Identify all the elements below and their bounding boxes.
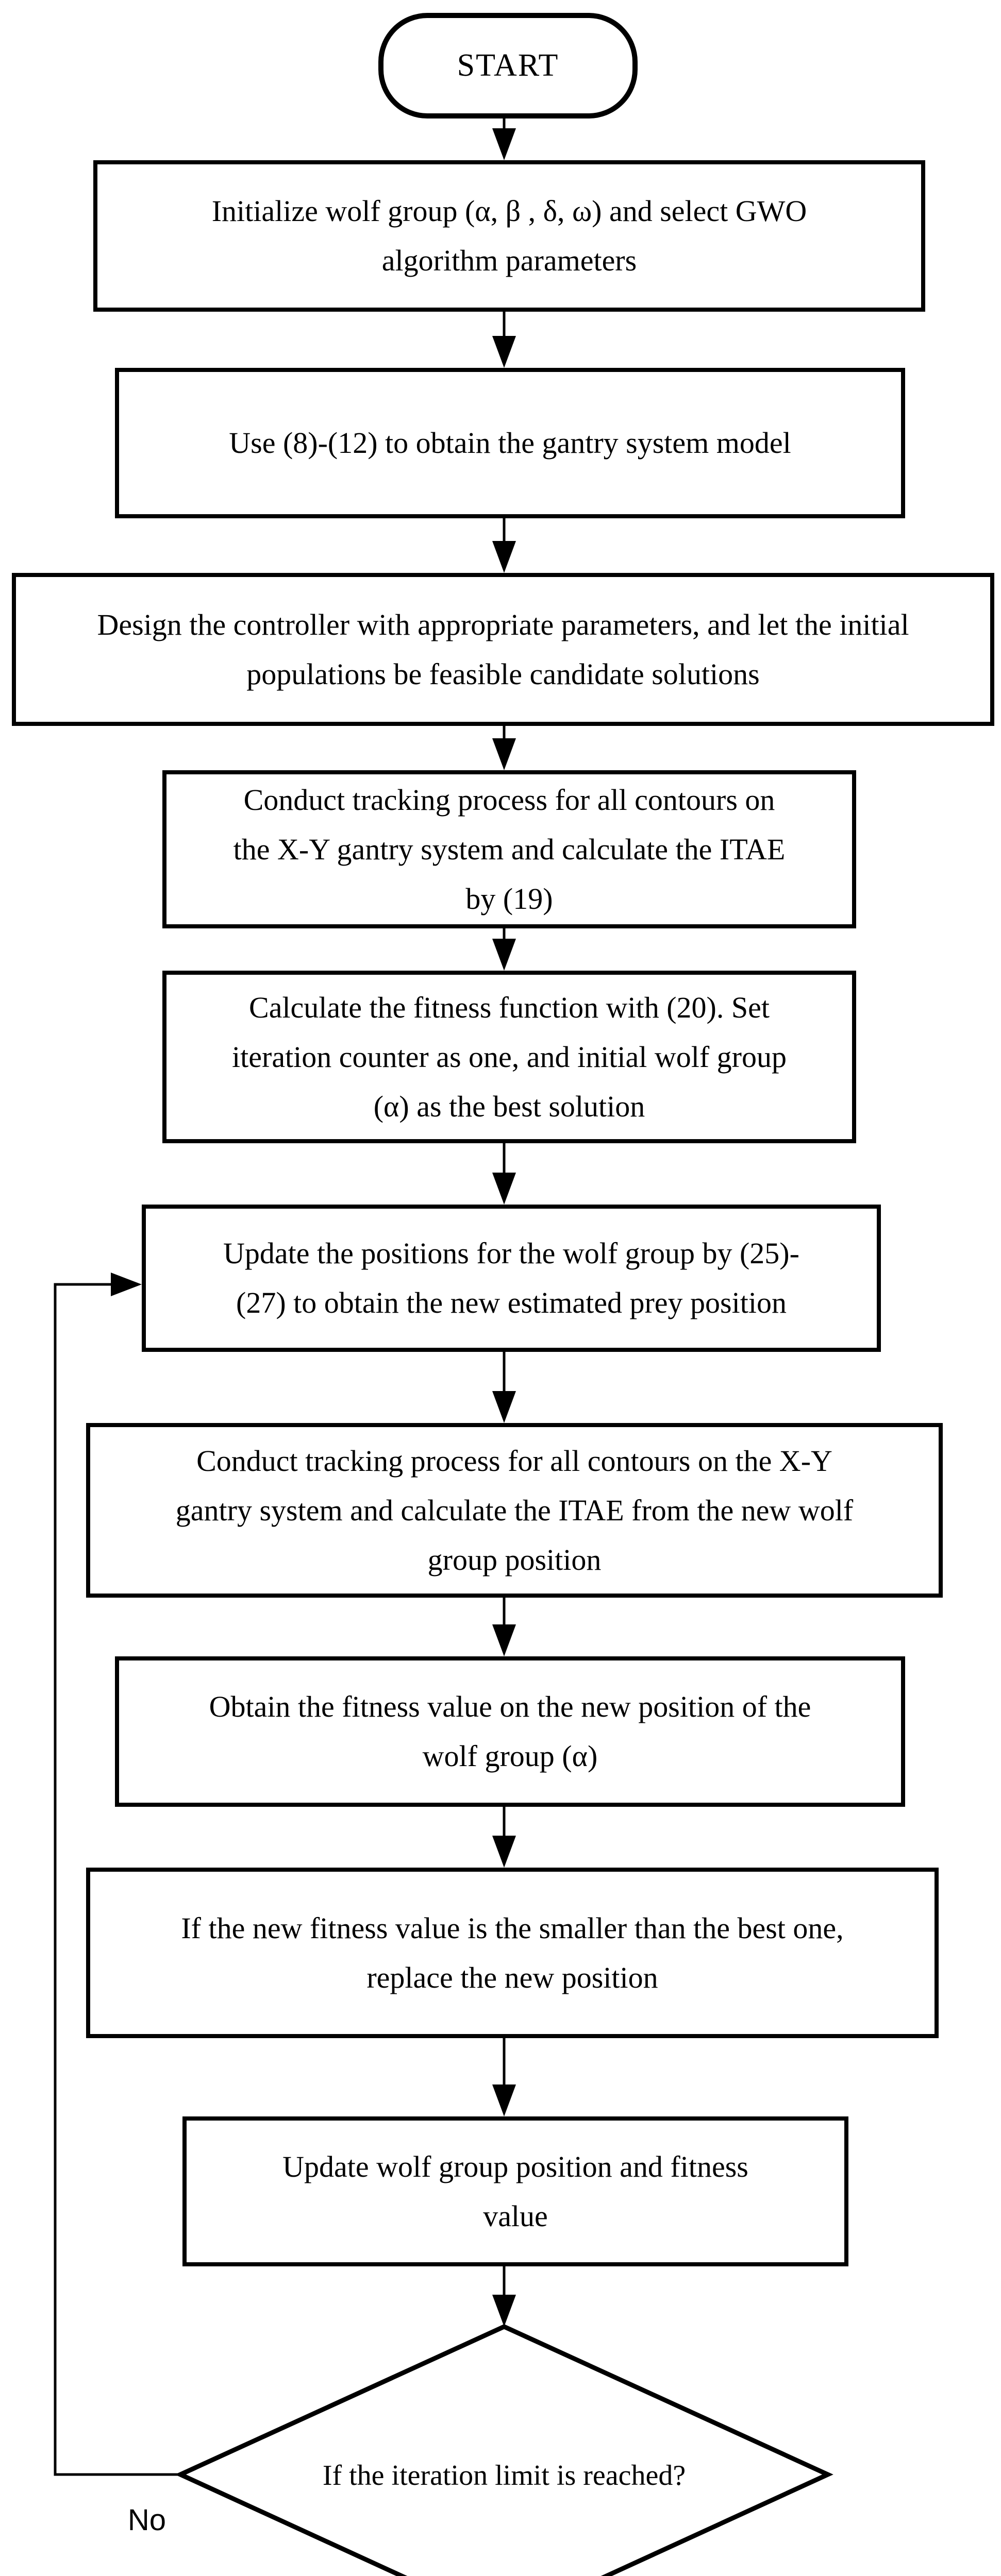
decision-diamond	[175, 2324, 833, 2576]
arrowhead-into-obtain	[492, 1624, 516, 1656]
arrowhead-into-updategroup	[492, 2084, 516, 2116]
process-box-tracking-new: Conduct tracking process for all contour…	[86, 1423, 943, 1598]
arrowhead-into-decision	[492, 2295, 516, 2327]
arrowhead-into-tracking2	[492, 1391, 516, 1423]
arrowhead-into-tracking	[492, 738, 516, 770]
arrowhead-into-model	[492, 336, 516, 368]
process-box-system-model: Use (8)-(12) to obtain the gantry system…	[115, 368, 905, 518]
arrowhead-into-design	[492, 541, 516, 573]
decision-label: If the iteration limit is reached?	[322, 2460, 686, 2492]
arrowhead-feedback-into-update	[111, 1273, 142, 1296]
process-box-update-positions: Update the positions for the wolf group …	[142, 1205, 881, 1352]
process-box-compare-fitness: If the new fitness value is the smaller …	[86, 1868, 939, 2038]
process-box-initialize: Initialize wolf group (α, β , δ, ω) and …	[93, 160, 925, 312]
arrowhead-into-update	[492, 1173, 516, 1205]
process-box-fitness-init: Calculate the fitness function with (20)…	[162, 971, 856, 1143]
edge-label-no: No	[127, 2503, 166, 2537]
arrowheads	[111, 128, 516, 2327]
arrowhead-into-fitness	[492, 939, 516, 971]
process-box-obtain-fitness: Obtain the fitness value on the new posi…	[115, 1656, 905, 1807]
feedback-loop-line	[54, 1283, 180, 2476]
arrowhead-into-compare	[492, 1836, 516, 1868]
process-box-update-group: Update wolf group position and fitness v…	[182, 2116, 848, 2266]
terminator-start: START	[378, 13, 638, 118]
process-box-tracking-itae: Conduct tracking process for all contour…	[162, 770, 856, 928]
arrowhead-into-initialize	[492, 128, 516, 160]
process-box-design-controller: Design the controller with appropriate p…	[12, 573, 994, 726]
